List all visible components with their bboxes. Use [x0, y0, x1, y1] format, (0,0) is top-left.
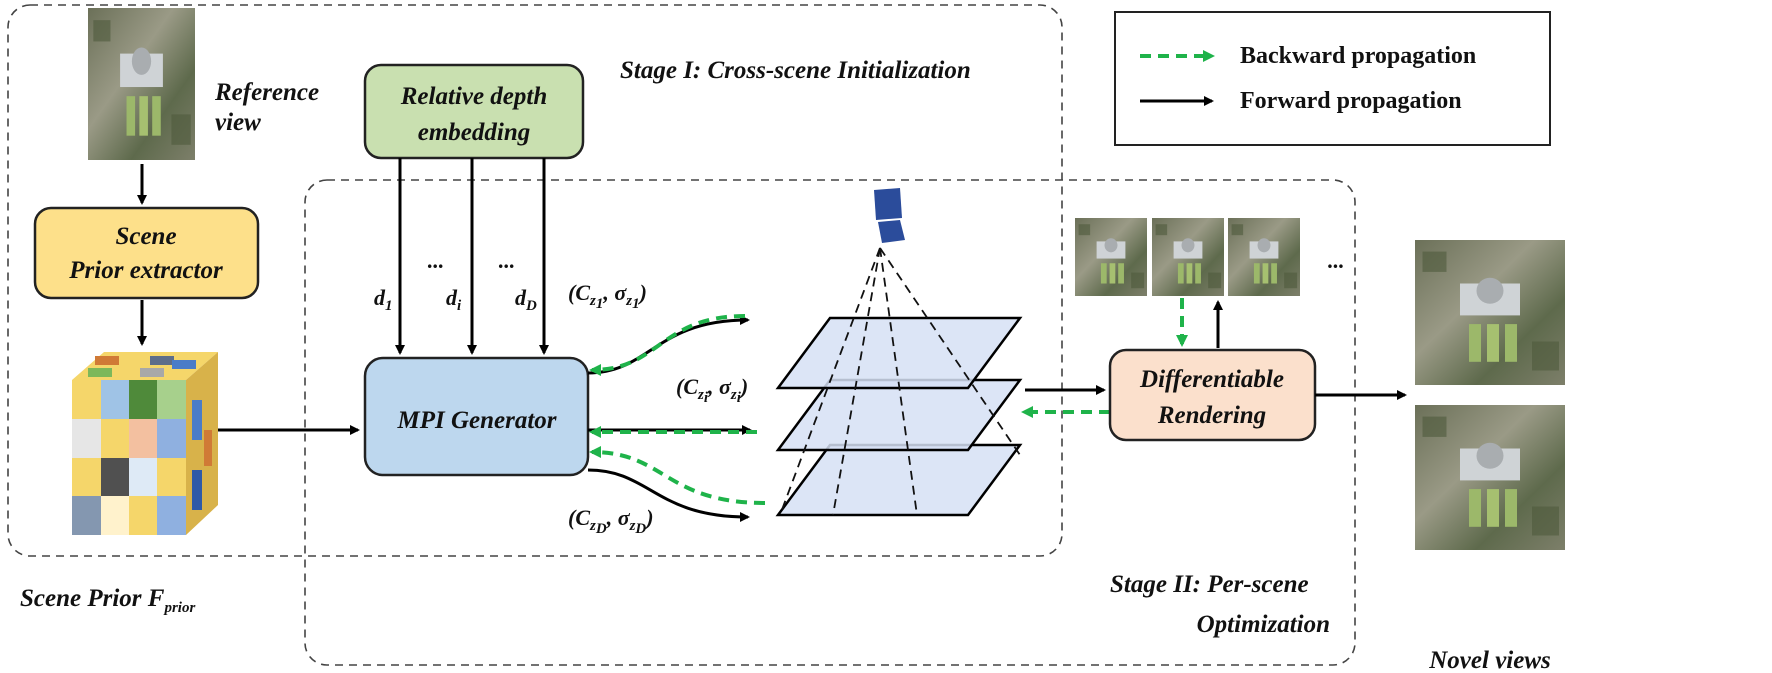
output-label-1: (Cz1, σz1)	[568, 280, 647, 312]
render-label-line1: Differentiable	[1139, 366, 1284, 393]
reference-label-line1: Reference	[214, 79, 319, 106]
depth-label-1: d1	[374, 285, 393, 314]
rendered-view-2	[1152, 218, 1224, 296]
plane-D	[775, 443, 1023, 517]
camera-icon	[874, 188, 905, 243]
reference-view-image	[88, 8, 195, 160]
stage1-boundary	[7, 4, 1063, 557]
mpi-planes	[775, 247, 1023, 517]
extractor-label-line2: Prior extractor	[68, 257, 223, 284]
novel-views-label: Novel views	[1428, 647, 1550, 673]
stage2-label-line1: Stage II: Per-scene	[1110, 571, 1309, 598]
scene-prior-label: Scene Prior Fprior	[20, 585, 195, 616]
stage2-label-line2: Optimization	[1197, 611, 1330, 638]
novel-view-1	[1415, 240, 1565, 385]
depth-label-i: di	[446, 285, 462, 314]
scene-prior-cube-icon	[72, 352, 218, 535]
render-label-line2: Rendering	[1157, 402, 1266, 429]
novel-view-2	[1415, 405, 1565, 550]
output-arrow-D	[587, 468, 750, 522]
ellipsis: ...	[428, 248, 445, 273]
reference-label-line2: view	[215, 109, 261, 136]
rendered-view-1	[1075, 218, 1147, 296]
mpi-generator-box	[363, 356, 590, 477]
cube-front-face	[72, 380, 186, 535]
ellipsis: ...	[1328, 248, 1345, 273]
stage1-label: Stage I: Cross-scene Initialization	[620, 57, 971, 84]
depth-label-line2: embedding	[418, 119, 531, 146]
depth-label-line1: Relative depth	[400, 83, 548, 110]
output-label-D: (CzD, σzD)	[568, 505, 654, 537]
mpi-generator-label: MPI Generator	[396, 407, 556, 434]
scene-prior-extractor-box	[33, 206, 260, 300]
depth-label-D: dD	[515, 285, 537, 314]
plane-1	[775, 316, 1023, 390]
backward-arrow-D	[589, 446, 766, 505]
extractor-label-line1: Scene	[115, 223, 176, 250]
plane-i	[775, 378, 1023, 452]
relative-depth-embedding-box	[363, 63, 585, 160]
legend-forward: Forward propagation	[1240, 88, 1462, 114]
ellipsis: ...	[499, 248, 516, 273]
rendered-view-3	[1228, 218, 1300, 296]
backward-arrow-1	[589, 314, 746, 376]
legend-backward: Backward propagation	[1240, 43, 1476, 69]
output-arrow-1	[587, 315, 750, 375]
stage2-boundary	[304, 179, 1356, 666]
legend: Backward propagation Forward propagation	[1114, 11, 1551, 146]
output-label-i: (Czi, σzi)	[676, 374, 748, 406]
